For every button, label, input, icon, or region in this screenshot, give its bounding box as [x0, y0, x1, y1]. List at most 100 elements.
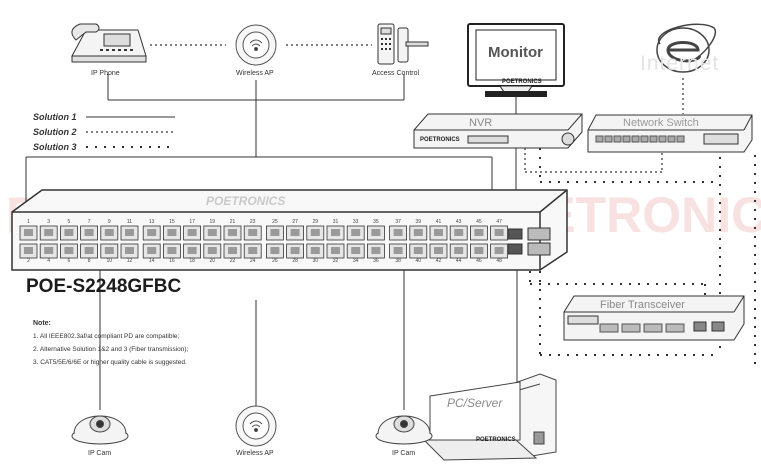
nvr-icon — [413, 113, 583, 149]
note-item-3: 3. CAT5/5E/6/6E or higher quality cable … — [33, 359, 187, 366]
ip-phone-label: IP Phone — [91, 70, 120, 77]
ethernet-port-socket — [228, 229, 237, 236]
note-title: Note: — [33, 320, 51, 327]
port-number-label: 13 — [149, 219, 155, 225]
port-number-label: 6 — [68, 258, 71, 264]
port-number-label: 39 — [416, 219, 422, 225]
wireless-ap-top-label: Wireless AP — [236, 70, 274, 77]
ethernet-port-socket — [84, 229, 94, 236]
port-number-label: 43 — [456, 219, 462, 225]
access-control-icon — [377, 23, 429, 65]
port-number-label: 30 — [313, 258, 319, 264]
fiber-transceiver-icon — [563, 295, 745, 341]
ethernet-port-socket — [24, 229, 33, 236]
wireless-ap-bottom-label: Wireless AP — [236, 450, 274, 457]
ethernet-port-socket — [167, 247, 177, 254]
legend-solution-1: Solution 1 — [33, 112, 77, 122]
port-number-label: 35 — [373, 219, 379, 225]
legend-solution-3: Solution 3 — [33, 142, 77, 152]
port-number-label: 12 — [127, 258, 133, 264]
port-number-label: 47 — [496, 219, 502, 225]
ip-cam-right-icon — [375, 415, 433, 445]
ethernet-port-socket — [494, 229, 504, 236]
port-number-label: 45 — [476, 219, 482, 225]
ethernet-port-socket — [147, 247, 157, 254]
port-number-label: 41 — [436, 219, 442, 225]
switch-model-label: POE-S2248GFBC — [26, 276, 182, 297]
wireless-ap-bottom-icon — [235, 405, 277, 447]
ethernet-port-socket — [310, 229, 320, 236]
ethernet-port-socket — [454, 229, 464, 236]
ethernet-port-socket — [310, 247, 320, 254]
ethernet-port-socket — [64, 229, 74, 236]
port-number-label: 37 — [395, 219, 401, 225]
ethernet-port-socket — [270, 229, 280, 236]
ethernet-port-socket — [44, 229, 54, 236]
port-number-label: 7 — [88, 219, 91, 225]
port-number-label: 15 — [169, 219, 175, 225]
port-number-label: 23 — [250, 219, 256, 225]
nvr-brand: POETRONICS — [420, 137, 460, 143]
ip-cam-left-label: IP Cam — [88, 450, 112, 457]
ethernet-port-socket — [248, 247, 258, 254]
port-number-label: 16 — [169, 258, 175, 264]
port-number-label: 29 — [313, 219, 319, 225]
port-number-label: 11 — [127, 219, 132, 225]
nvr-label: NVR — [469, 117, 493, 129]
fiber-transceiver-label: Fiber Transceiver — [600, 299, 685, 311]
port-number-label: 34 — [353, 258, 359, 264]
port-number-label: 46 — [476, 258, 482, 264]
ethernet-port-socket — [207, 229, 217, 236]
port-number-label: 4 — [47, 258, 50, 264]
port-number-label: 38 — [395, 258, 401, 264]
ethernet-port-socket — [104, 247, 114, 254]
ethernet-port-socket — [104, 229, 114, 236]
monitor-icon — [467, 23, 565, 97]
port-number-label: 18 — [189, 258, 195, 264]
ethernet-port-socket — [248, 229, 258, 236]
port-number-label: 17 — [189, 219, 195, 225]
ethernet-port-socket — [24, 247, 33, 254]
port-number-label: 42 — [436, 258, 442, 264]
port-number-label: 21 — [230, 219, 236, 225]
internet-icon — [656, 23, 717, 73]
ethernet-port-socket — [494, 247, 504, 254]
ethernet-port-socket — [393, 247, 403, 254]
ethernet-port-socket — [454, 247, 464, 254]
note-item-2: 2. Alternative Solution 1&2 and 3 (Fiber… — [33, 346, 189, 353]
access-control-label: Access Control — [372, 70, 420, 77]
pc-server-icon — [422, 373, 557, 461]
ethernet-port-socket — [167, 229, 177, 236]
ethernet-port-socket — [474, 247, 484, 254]
ethernet-port-socket — [371, 247, 381, 254]
port-number-label: 2 — [27, 258, 30, 264]
port-number-label: 22 — [230, 258, 236, 264]
pc-brand: POETRONICS — [476, 437, 516, 443]
ethernet-port-socket — [434, 247, 443, 254]
ethernet-port-grid: 1234567891011121314151617181920212223242… — [19, 219, 509, 264]
port-number-label: 32 — [333, 258, 339, 264]
ethernet-port-socket — [371, 229, 381, 236]
switch-brand: POETRONICS — [206, 194, 286, 208]
port-number-label: 9 — [108, 219, 111, 225]
legend-solution-2: Solution 2 — [33, 127, 77, 137]
port-number-label: 31 — [333, 219, 339, 225]
note-item-1: 1. All IEEE802.3af/at compliant PD are c… — [33, 333, 180, 340]
internet-label: Internet — [640, 52, 720, 75]
ethernet-port-socket — [474, 229, 484, 236]
monitor-label: Monitor — [488, 44, 543, 61]
ethernet-port-socket — [270, 247, 280, 254]
port-number-label: 28 — [292, 258, 298, 264]
ethernet-port-socket — [187, 247, 197, 254]
port-number-label: 25 — [272, 219, 278, 225]
ethernet-port-socket — [290, 247, 300, 254]
port-number-label: 8 — [88, 258, 91, 264]
port-number-label: 27 — [292, 219, 298, 225]
ethernet-port-socket — [351, 247, 361, 254]
ethernet-port-socket — [393, 229, 403, 236]
ethernet-port-socket — [434, 229, 443, 236]
wireless-ap-top-icon — [235, 24, 277, 66]
ethernet-port-socket — [125, 229, 134, 236]
ethernet-port-socket — [125, 247, 134, 254]
